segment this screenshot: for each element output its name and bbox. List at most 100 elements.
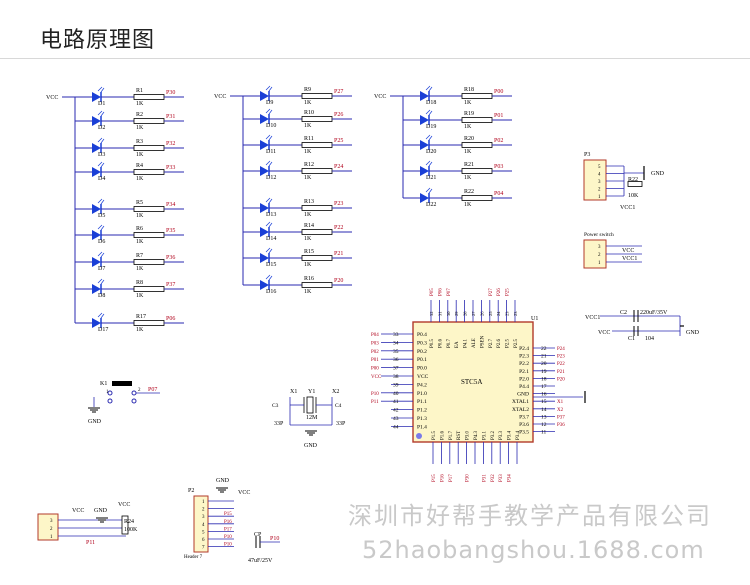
col1-led-label: D17 — [98, 327, 108, 333]
col1-net-label: P35 — [166, 228, 175, 234]
col2-net-label: P23 — [334, 201, 343, 207]
u1-top-pin-name: P2.5 — [514, 338, 519, 348]
u1-top-net: P27 — [489, 288, 494, 296]
col1-res-value: 1K — [136, 293, 144, 299]
col3-led-5 — [420, 187, 433, 203]
u1-left-pin-name: P1.1 — [417, 399, 427, 405]
col3-net-label: P00 — [494, 89, 503, 95]
col3-resistor — [461, 142, 493, 148]
col1-led-label: D3 — [98, 152, 105, 158]
col1-led-3 — [92, 137, 105, 153]
col1-led-label: D8 — [98, 293, 105, 299]
p2-net: P10 — [224, 543, 232, 548]
power-jack-net: P11 — [86, 540, 95, 546]
col2-net-label: P22 — [334, 225, 343, 231]
u1-bottom-pin-name: P1.6 — [440, 430, 445, 440]
col2-led-label: D12 — [266, 175, 276, 181]
col1-net-label: P34 — [166, 202, 175, 208]
power-jack-gnd: GND — [94, 508, 108, 514]
u1-bottom-net: P15 — [432, 474, 437, 482]
col3-led-label: D22 — [426, 202, 436, 208]
u1-right-pin-name: P2.0 — [519, 376, 529, 382]
col2-res-label: R14 — [304, 223, 314, 229]
col3-resistor — [461, 93, 493, 99]
col2-led-3 — [260, 134, 273, 150]
u1-top-pin-name: P2.6 — [497, 338, 502, 348]
u1-right-pin-num: 22 — [541, 346, 547, 352]
col2-res-label: R10 — [304, 110, 314, 116]
col3-led-3 — [420, 134, 433, 150]
col2-res-label: R13 — [304, 199, 314, 205]
col2-led-label: D10 — [266, 123, 276, 129]
col2-res-value: 1K — [304, 100, 312, 106]
p2-pin: 4 — [202, 523, 205, 528]
k1-contact — [107, 390, 113, 396]
col1-led-4 — [92, 161, 105, 177]
col1-res-value: 1K — [136, 239, 144, 245]
col3-net-label: P01 — [494, 113, 503, 119]
col3-led-1 — [420, 85, 433, 101]
k1-contact — [131, 390, 137, 396]
col2-led-2 — [260, 108, 273, 124]
u1-left-pin-num: 40 — [393, 391, 399, 397]
u1-bottom-net: P33 — [499, 474, 504, 482]
u1-right-pin-name: P2.1 — [519, 369, 529, 375]
crystal-c4: C4 — [335, 403, 342, 409]
power-switch-net-vcc: VCC — [622, 248, 634, 254]
watermark-company: 深圳市好帮手教学产品有限公司 — [348, 502, 712, 530]
u1-top-pin-name: P0.6 — [438, 338, 443, 348]
u1-left-pin-num: 41 — [393, 399, 399, 405]
u1-bottom-net: P16 — [440, 474, 445, 482]
p2-vcc: VCC — [238, 490, 250, 496]
u1-top-pin-name: P2.7 — [489, 338, 494, 348]
u1-bottom-net: P32 — [491, 474, 496, 482]
u1-top-pin-num: 27 — [471, 311, 476, 316]
u1-top-pin-num: 23 — [513, 311, 518, 316]
col1-led-label: D5 — [98, 213, 105, 219]
u1-top-net: P05 — [430, 288, 435, 296]
col2-led-label: D13 — [266, 212, 276, 218]
u1-left-net: P11 — [371, 400, 379, 405]
u1-right-net: P36 — [557, 423, 565, 428]
col2-led-8 — [260, 274, 273, 290]
col1-res-value: 1K — [136, 176, 144, 182]
u1-left-pin-num: 42 — [393, 408, 399, 414]
col3-led-label: D18 — [426, 100, 436, 106]
p2-pin: 5 — [202, 530, 205, 535]
u1-top-pin-num: 25 — [488, 311, 493, 316]
u1-left-pin-name: P4.2 — [417, 382, 427, 388]
u1-right-pin-name: XTAL2 — [512, 407, 529, 413]
col1-res-value: 1K — [136, 152, 144, 158]
k1-gnd-label: GND — [88, 419, 102, 425]
u1-top-pin-num: 24 — [496, 311, 501, 316]
col2-resistor — [301, 255, 333, 261]
u1-top-pin-name: P0.5 — [430, 338, 435, 348]
col3-res-label: R19 — [464, 111, 474, 117]
u1-left-pin-num: 33 — [393, 332, 399, 338]
col1-net-label: P36 — [166, 255, 175, 261]
col2-resistor — [301, 205, 333, 211]
col3-res-value: 1K — [464, 175, 472, 181]
p3-ref: P3 — [584, 152, 590, 158]
p2-net: P16 — [224, 520, 232, 525]
k1-pin-2: 2 — [138, 388, 141, 393]
u1-top-pin-num: 26 — [479, 311, 484, 316]
p3-connector — [583, 159, 607, 201]
col2-res-label: R16 — [304, 276, 314, 282]
col1-led-8 — [92, 278, 105, 294]
power-switch-ref: Power switch — [584, 232, 614, 238]
col1-led-2 — [92, 110, 105, 126]
u1-left-pin-name: P0.2 — [417, 349, 427, 355]
col1-resistor — [133, 320, 165, 326]
col3-res-label: R18 — [464, 87, 474, 93]
col3-res-label: R20 — [464, 136, 474, 142]
col1-resistor — [133, 286, 165, 292]
u1-top-pin-num: 23 — [505, 311, 510, 316]
col1-led-label: D4 — [98, 176, 105, 182]
col1-res-value: 1K — [136, 213, 144, 219]
col1-res-label: R3 — [136, 139, 143, 145]
u1-left-pin-num: 37 — [393, 366, 399, 372]
u1-left-pin-name: P0.4 — [417, 332, 427, 338]
u1-left-pin-name: P1.0 — [417, 391, 427, 397]
